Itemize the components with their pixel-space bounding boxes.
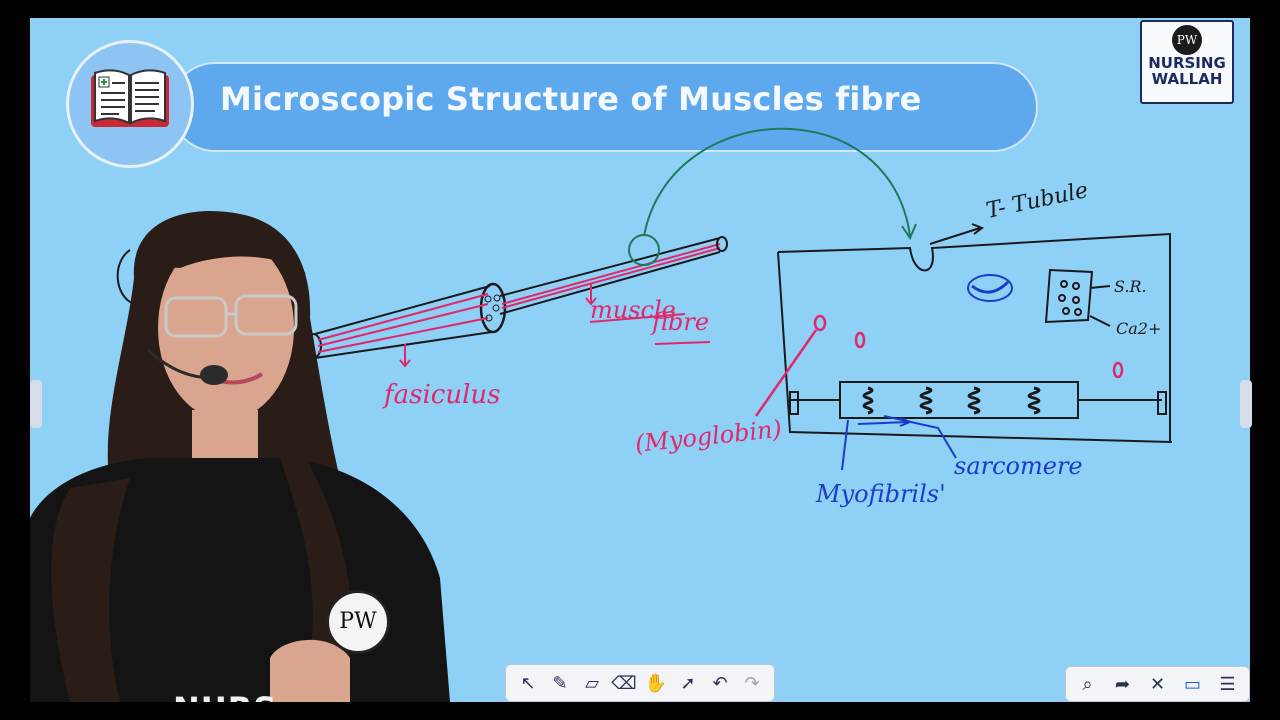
label-sarcomere: sarcomere	[954, 452, 1083, 480]
brand-logo: PW NURSING WALLAH	[1140, 20, 1234, 104]
laser-icon[interactable]: ➚	[680, 672, 696, 693]
book-icon	[66, 40, 194, 168]
label-myofibrils: Myofibrils'	[815, 480, 946, 508]
label-fasiculus: fasiculus	[382, 380, 501, 410]
title-banner	[170, 62, 1038, 152]
pw-badge: PW	[1172, 25, 1202, 55]
redo-icon[interactable]: ↷	[744, 672, 760, 693]
muscle-cell	[777, 223, 1173, 443]
whiteboard-screen: Microscopic Structure of Muscles fibre P…	[30, 18, 1250, 702]
menu-icon[interactable]: ☰	[1219, 673, 1236, 694]
fascicle-bundle	[304, 127, 917, 368]
left-edge-handle[interactable]	[30, 380, 42, 428]
myoglobin-marks	[754, 314, 1124, 417]
logo-line-2: WALLAH	[1151, 70, 1223, 88]
eraser-icon[interactable]: ⌫	[611, 672, 637, 693]
utility-toolbar: ⌕ ➦ ✕ ▭ ☰	[1065, 666, 1250, 702]
sarcomere-bands	[862, 386, 1041, 415]
logo-line-1: NURSING	[1148, 54, 1226, 72]
zoom-icon[interactable]: ⌕	[1082, 673, 1093, 694]
shirt-pw-logo: PW	[326, 590, 390, 654]
share-icon[interactable]: ➦	[1114, 673, 1131, 694]
presenter	[30, 211, 450, 702]
right-edge-handle[interactable]	[1240, 380, 1252, 428]
hand-icon[interactable]: ✋	[644, 672, 668, 693]
pointer-lines	[841, 415, 957, 471]
label-sr: S.R.	[1114, 277, 1147, 296]
pen-icon[interactable]: ✎	[552, 672, 568, 693]
undo-icon[interactable]: ↶	[712, 672, 728, 693]
label-muscle: muscle	[590, 296, 676, 324]
drawing-toolbar: ↖ ✎ ▱ ⌫ ✋ ➚ ↶ ↷	[505, 664, 775, 702]
label-ca: Ca2+	[1116, 319, 1161, 338]
slide-title: Microscopic Structure of Muscles fibre	[220, 80, 922, 118]
screen-icon[interactable]: ▭	[1183, 673, 1201, 694]
shirt-text: NURS	[173, 690, 277, 702]
pointer-icon[interactable]: ↖	[520, 672, 536, 693]
label-fibre: fibre	[650, 308, 709, 336]
tools-icon[interactable]: ✕	[1149, 673, 1166, 694]
highlighter-icon[interactable]: ▱	[585, 672, 599, 693]
muscle-diagram: fasiculus muscle fibre	[304, 127, 1173, 508]
